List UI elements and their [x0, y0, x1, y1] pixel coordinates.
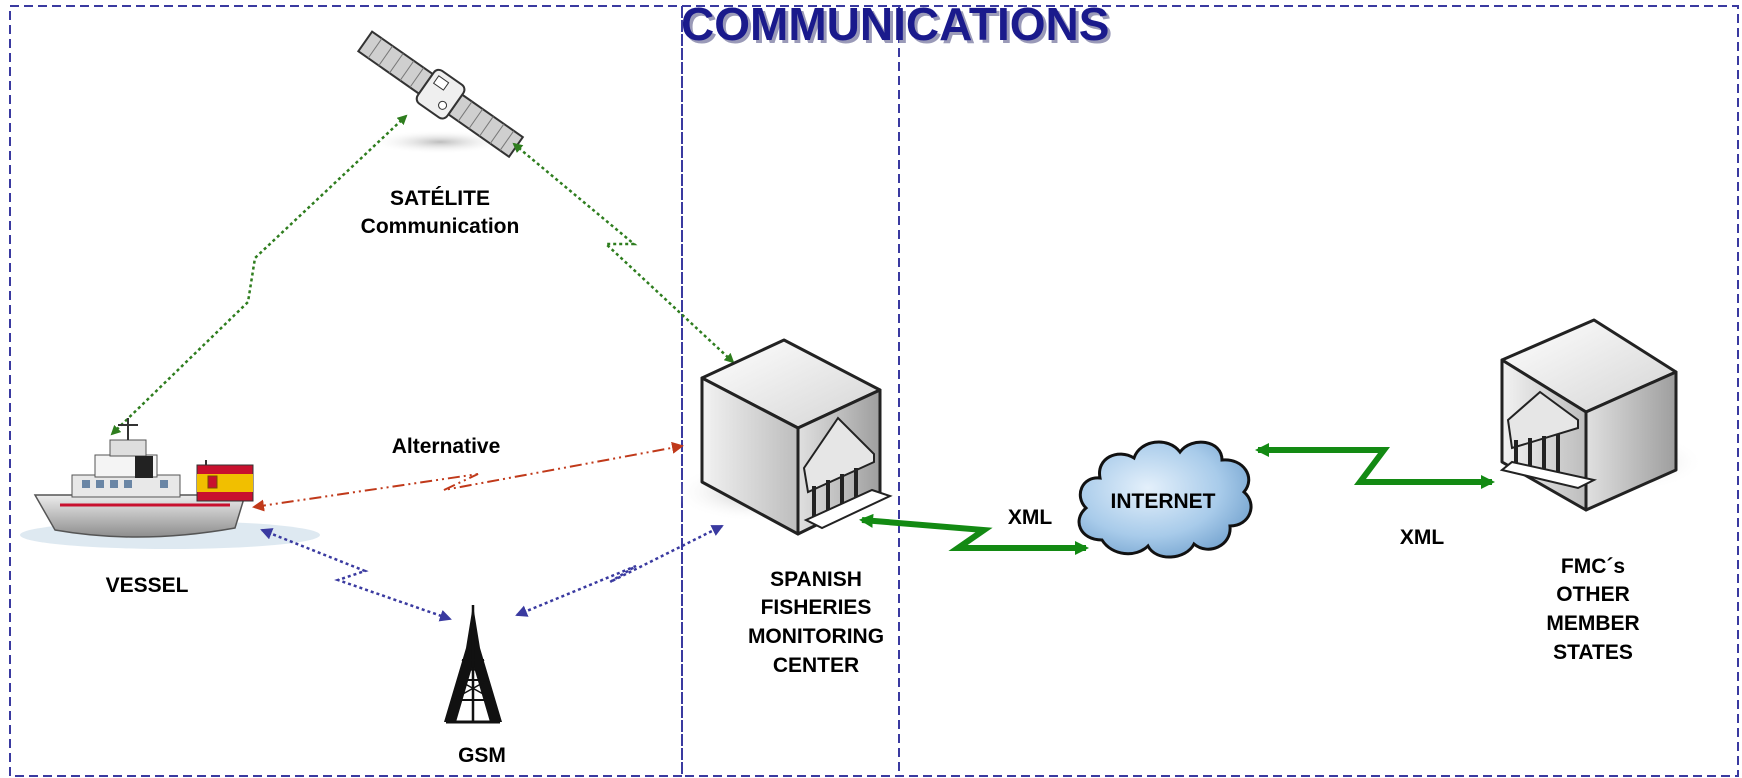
vessel-icon — [20, 418, 320, 549]
link-alternative — [252, 441, 684, 512]
link-gsm-fmc — [515, 524, 724, 617]
diagram-title: COMMUNICATIONS — [681, 0, 1109, 50]
gsm-label: GSM — [458, 744, 506, 767]
internet-cloud-icon — [1077, 440, 1253, 559]
xml-label-right: XML — [1400, 526, 1445, 549]
internet-label: INTERNET — [1111, 490, 1216, 513]
spanish-flag-icon — [196, 464, 254, 502]
other-fmc-label-line2: OTHER — [1556, 583, 1630, 606]
vessel-label: VESSEL — [106, 574, 189, 597]
satellite-label-line1: SATÉLITE — [390, 187, 490, 210]
link-internet-others-xml — [1255, 443, 1495, 489]
alternative-label: Alternative — [392, 435, 501, 458]
spanish-fmc-label-line3: MONITORING — [748, 625, 884, 648]
spanish-fmc-building-icon — [674, 338, 893, 536]
frame-left-panel — [9, 5, 683, 777]
xml-label-left: XML — [1008, 506, 1053, 529]
other-fmc-label-line4: STATES — [1553, 641, 1633, 664]
link-fmc-internet-xml — [859, 513, 1089, 555]
spanish-fmc-label-line1: SPANISH — [770, 568, 862, 591]
link-vessel-gsm — [260, 528, 452, 622]
satellite-label-line2: Communication — [361, 215, 520, 238]
spanish-fmc-label-line4: CENTER — [773, 654, 859, 677]
link-satellite-vessel — [110, 114, 408, 436]
other-fmc-label-line1: FMC´s — [1561, 555, 1625, 578]
gsm-tower-icon — [444, 605, 502, 724]
link-satellite-fmc — [512, 142, 735, 364]
other-fmc-building-icon — [1499, 318, 1704, 512]
frame-right-panel — [681, 5, 1739, 777]
diagram-title-shadow: COMMUNICATIONS — [684, 1, 1112, 53]
satellite-icon — [356, 30, 525, 159]
other-fmc-label-line3: MEMBER — [1546, 612, 1639, 635]
spanish-fmc-label-line2: FISHERIES — [761, 596, 872, 619]
